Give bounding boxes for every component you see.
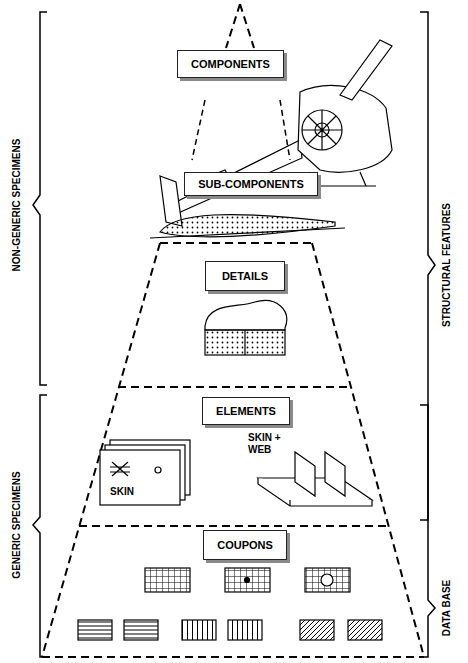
level-title: COMPONENTS bbox=[183, 58, 278, 70]
pyramid-outline-part bbox=[312, 243, 424, 657]
pyramid-outline-part bbox=[226, 4, 240, 48]
helicopter-drawing bbox=[160, 40, 392, 226]
bracket bbox=[33, 12, 435, 657]
helicopter-drawing-part bbox=[302, 110, 342, 150]
helicopter-drawing-part bbox=[302, 110, 342, 150]
level-title: DETAILS bbox=[214, 270, 276, 282]
skin-panel-drawing-part bbox=[155, 467, 161, 473]
bracket-label: DATA BASE bbox=[441, 580, 453, 636]
detail-drawing bbox=[205, 301, 287, 355]
skin-panel-drawing-part bbox=[100, 450, 180, 505]
bracket-label: GENERIC SPECIMENS bbox=[11, 471, 23, 578]
skin-web-drawing-part bbox=[325, 452, 345, 496]
skin-panel-drawing bbox=[100, 440, 190, 505]
coupon-drawing-part bbox=[124, 620, 158, 640]
skin-web-drawing bbox=[258, 452, 372, 506]
detail-drawing-part bbox=[244, 330, 245, 355]
coupon-drawing-part bbox=[305, 568, 350, 592]
bracket-label: NON-GENERIC SPECIMENS bbox=[11, 139, 23, 272]
level-box: SUB-COMPONENTS bbox=[184, 172, 318, 196]
pyramid-outline-part bbox=[42, 656, 424, 658]
coupon-drawing-part bbox=[228, 620, 262, 640]
coupon-drawing-part bbox=[182, 620, 216, 640]
part-label: SKIN bbox=[110, 486, 150, 498]
coupon-drawing-part bbox=[78, 620, 112, 640]
part-label: SKIN + WEB bbox=[248, 432, 290, 455]
level-box: COUPONS bbox=[203, 530, 287, 560]
level-box: ELEMENTS bbox=[202, 397, 290, 425]
helicopter-drawing-part bbox=[160, 176, 182, 226]
helicopter-drawing-part bbox=[298, 85, 392, 172]
coupon-drawing-part bbox=[225, 568, 270, 592]
helicopter-drawing-part bbox=[192, 100, 290, 160]
helicopter-drawing-part bbox=[340, 40, 392, 100]
bracket-part bbox=[33, 395, 47, 657]
level-box: DETAILS bbox=[205, 261, 285, 291]
bracket-part bbox=[33, 12, 47, 385]
level-title: ELEMENTS bbox=[208, 405, 284, 417]
pyramid-outline-part bbox=[118, 386, 352, 388]
coupon-drawing-part bbox=[300, 620, 334, 640]
skin-web-drawing-part bbox=[295, 452, 315, 496]
pyramid-outline-part bbox=[160, 242, 312, 244]
coupon-drawing-part bbox=[321, 574, 333, 586]
coupon-drawing-part bbox=[245, 578, 250, 583]
detail-drawing-part bbox=[205, 330, 285, 355]
bracket-part bbox=[420, 405, 435, 657]
coupon-drawing-part bbox=[145, 568, 190, 592]
level-title: COUPONS bbox=[209, 539, 281, 551]
skin-panel-drawing-part bbox=[110, 462, 130, 476]
coupon-drawing-part bbox=[348, 620, 382, 640]
pyramid-outline-part bbox=[79, 525, 389, 527]
airfoil-drawing-part bbox=[150, 228, 345, 238]
bracket-label: STRUCTURAL FEATURES bbox=[441, 203, 453, 327]
level-title: SUB-COMPONENTS bbox=[190, 178, 312, 190]
skin-web-drawing-part bbox=[289, 500, 290, 506]
pyramid-outline bbox=[42, 4, 424, 657]
pyramid-outline-part bbox=[240, 4, 254, 48]
airfoil-drawing bbox=[150, 215, 345, 238]
coupon-drawing bbox=[78, 568, 382, 640]
detail-drawing-part bbox=[205, 301, 287, 330]
level-box: COMPONENTS bbox=[177, 50, 284, 78]
